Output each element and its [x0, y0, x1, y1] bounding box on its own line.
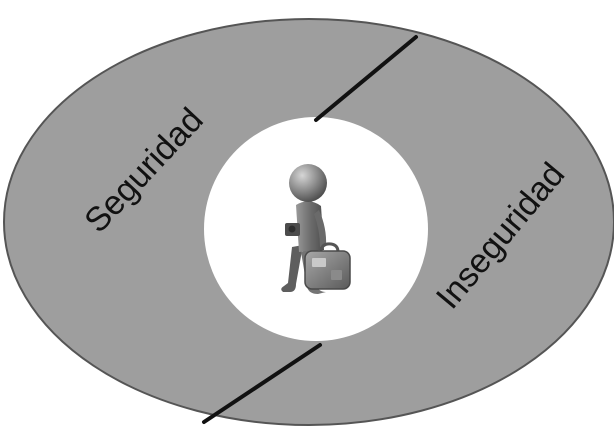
traveler-with-suitcase-icon — [281, 164, 351, 294]
divider-line-bottom — [202, 343, 322, 424]
divider-line-top — [314, 35, 418, 122]
